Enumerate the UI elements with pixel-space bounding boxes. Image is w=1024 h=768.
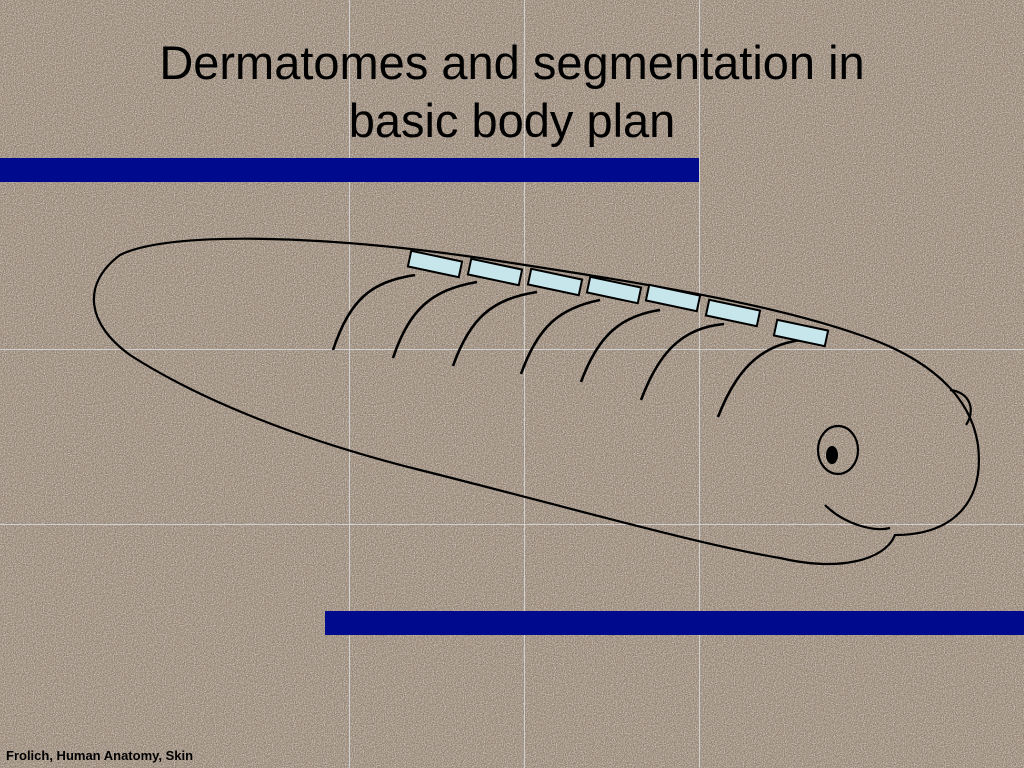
spinal-nerve (519, 298, 601, 375)
body-outline (92, 237, 980, 565)
grid-line (524, 0, 525, 768)
footer-credit: Frolich, Human Anatomy, Skin (6, 748, 194, 763)
grid-line (699, 0, 700, 768)
spinal-nerve (391, 280, 478, 359)
segments-group (331, 249, 830, 418)
dermatome-block (526, 267, 584, 297)
spinal-nerve (579, 308, 661, 383)
dermatome-block (466, 257, 524, 287)
dermatome-block (644, 283, 702, 313)
head-bump (949, 388, 972, 426)
spinal-nerve (331, 273, 416, 351)
dermatome-block (585, 275, 643, 305)
grid-line (349, 0, 350, 768)
spinal-nerve (639, 322, 725, 401)
spinal-nerve (451, 290, 538, 367)
slide-title-line: basic body plan (348, 94, 676, 147)
slide-title: Dermatomes and segmentation in basic bod… (40, 34, 984, 150)
dermatome-block (406, 249, 464, 279)
slide-title-line: Dermatomes and segmentation in (159, 36, 865, 89)
embryo-body (92, 237, 980, 565)
mouth-line (824, 504, 891, 531)
grid-line (0, 524, 1024, 525)
accent-bar-bottom (325, 611, 1024, 635)
eye-outline (816, 424, 860, 476)
accent-bar-top (0, 158, 699, 182)
spinal-nerve (716, 338, 803, 418)
dermatome-block (704, 298, 762, 328)
dermatome-block (772, 318, 830, 348)
grid-line (0, 349, 1024, 350)
eye-pupil (826, 446, 838, 464)
